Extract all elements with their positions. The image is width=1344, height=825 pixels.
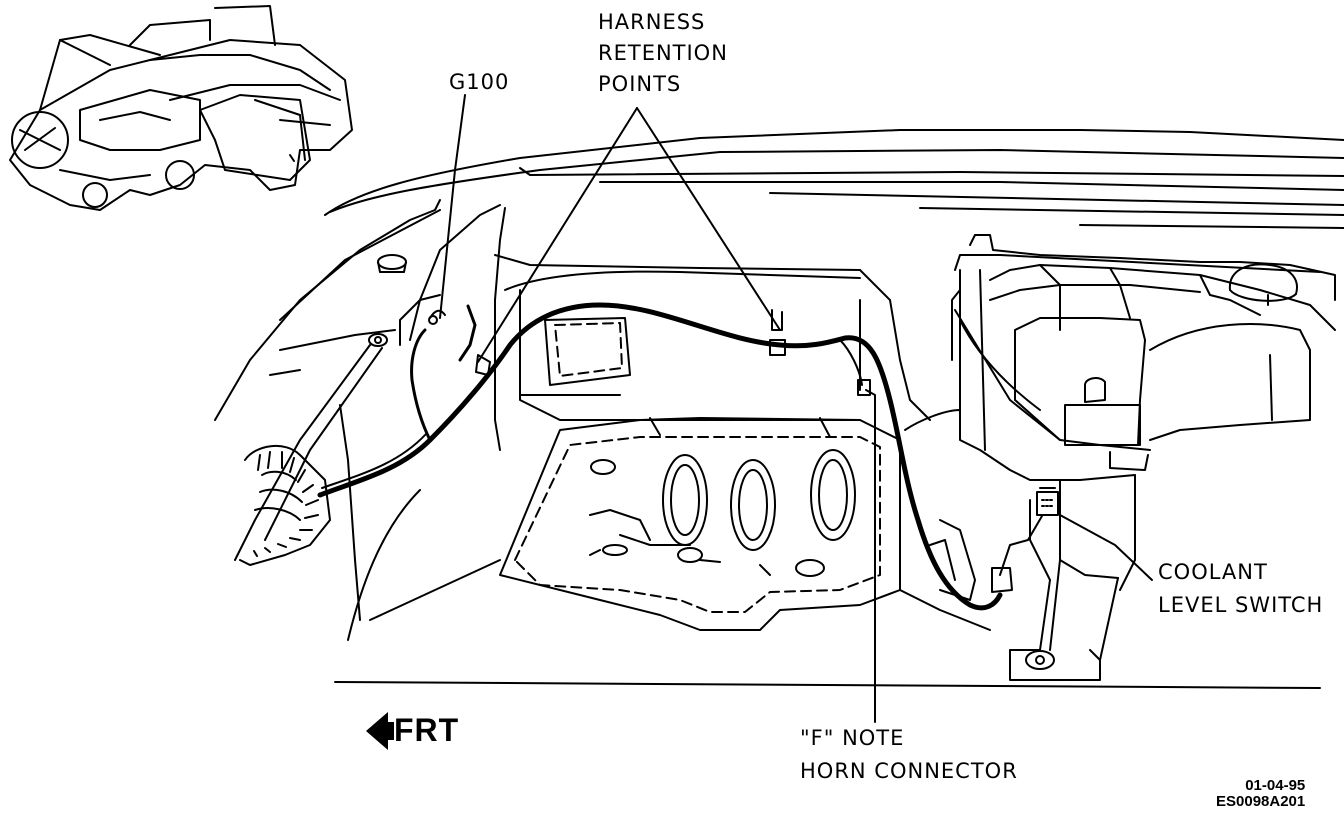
horn-connector-label: "F" NOTE HORN CONNECTOR: [800, 728, 1018, 782]
battery-tray: [499, 417, 901, 631]
leader-lines: [439, 94, 1153, 723]
harness-retention-label-line1: HARNESS: [598, 10, 706, 34]
date-code: 01-04-95: [1245, 777, 1306, 794]
apron-fasteners: [234, 254, 407, 561]
harness-retention-label-line2: RETENTION: [598, 41, 728, 65]
drawing-code-block: 01-04-95 ES0098A201: [1216, 778, 1305, 810]
coolant-level-switch: [991, 487, 1059, 593]
harness-retention-label: HARNESS RETENTION POINTS: [598, 12, 728, 95]
drawing-code: ES0098A201: [1216, 792, 1306, 810]
coolant-level-switch-label-line2: LEVEL SWITCH: [1158, 593, 1324, 617]
g100-label: G100: [449, 70, 510, 94]
coolant-level-switch-label: COOLANT LEVEL SWITCH: [1158, 562, 1323, 616]
apron-panel: [214, 199, 931, 641]
wiring-harness: [317, 302, 1003, 611]
fender-edge: [324, 129, 1344, 229]
frt-label: FRT: [394, 712, 460, 748]
coolant-reservoir: [951, 234, 1336, 591]
vehicle-inset: [9, 5, 353, 211]
horn-connector-label-line2: HORN CONNECTOR: [800, 759, 1018, 783]
reservoir-bracket: [1009, 499, 1119, 681]
harness-conduit: [239, 444, 331, 566]
coolant-level-switch-label-line1: COOLANT: [1158, 560, 1268, 584]
left-arrow-icon: [366, 712, 394, 750]
horn-connector-label-line1: "F" NOTE: [800, 726, 905, 750]
harness-retention-label-line3: POINTS: [598, 72, 682, 96]
